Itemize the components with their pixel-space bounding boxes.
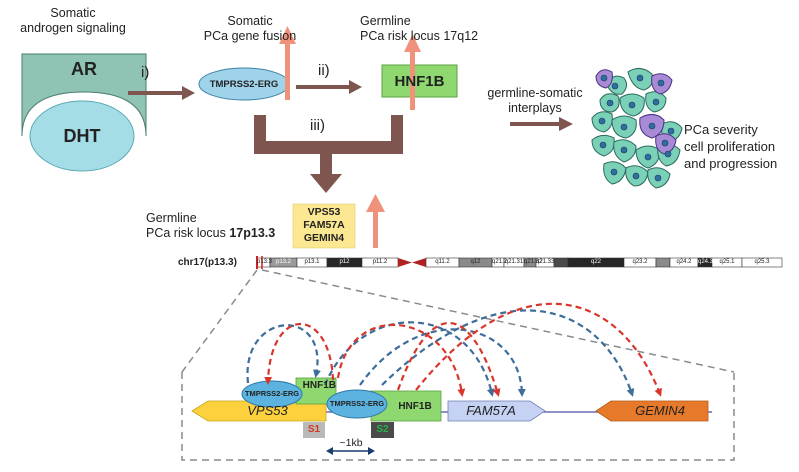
germline-17p-bold: 17p13.3: [229, 226, 276, 240]
band-label: q12: [470, 259, 481, 265]
dht-ellipse: [29, 100, 135, 172]
s1-box: [303, 422, 325, 438]
somatic-fusion-line2: PCa gene fusion: [203, 29, 297, 43]
band-label: q21.33: [536, 259, 555, 265]
germline-17p-prefix: PCa risk locus: [146, 226, 230, 240]
vps53-gene-arrow: [191, 400, 327, 422]
band-label: q24.2: [676, 259, 692, 265]
somatic-androgen-line1: Somatic: [50, 6, 96, 20]
germline-17p-line2: PCa risk locus 17p13.3: [146, 226, 275, 241]
tf2-hnf1b-label: HNF1B: [398, 401, 432, 412]
band-label: q21.31: [504, 259, 524, 265]
tf1-tmprss2-erg-label: TMPRSS2-ERG: [244, 389, 300, 398]
vps53-box-labels: VPS53 FAM57A GEMIN4: [293, 206, 355, 245]
arrow-outcome: [559, 117, 573, 131]
somatic-androgen-label: Somatic androgen signaling: [4, 6, 142, 36]
ar-receptor-shape: [21, 53, 147, 137]
scale-left-head: [326, 447, 333, 455]
band-label: p12: [339, 259, 350, 265]
band-label: q21.2: [492, 259, 508, 265]
gemin4-gene-arrow: [595, 400, 709, 422]
loop-red-1: [264, 323, 335, 385]
tmprss2-erg-site2-ellipse: [326, 389, 388, 419]
step-iii-label: iii): [310, 117, 325, 134]
ar-label: AR: [71, 58, 97, 79]
arrow-ii: [349, 80, 362, 94]
scale-label: ~1kb: [339, 437, 363, 449]
tf2-tmprss2-erg-label: TMPRSS2-ERG: [329, 399, 385, 408]
hnf1b-up-arrow: [404, 34, 421, 52]
loop-blue-4: [381, 309, 635, 397]
cell-cluster: [591, 68, 683, 189]
hnf1b-label: HNF1B: [394, 72, 445, 90]
arrow-i: [182, 86, 195, 100]
band-label: p11.2: [372, 259, 388, 265]
germline-somatic-line2: interplays: [508, 101, 562, 115]
germline-somatic-label: germline-somatic interplays: [480, 86, 590, 116]
somatic-androgen-line2: androgen signaling: [20, 21, 126, 35]
s1-label: S1: [307, 424, 321, 435]
outcome-label: PCa severity cell proliferation and prog…: [684, 121, 777, 172]
somatic-fusion-line1: Somatic: [227, 14, 273, 28]
vps53-up-arrow: [366, 194, 385, 212]
vps53-box-line3: GEMIN4: [303, 232, 345, 244]
vps53-gene-label: VPS53: [247, 403, 288, 418]
loop-blue-2: [323, 321, 495, 397]
somatic-fusion-label: Somatic PCa gene fusion: [185, 14, 315, 44]
fam57a-gene-arrow: [447, 400, 546, 422]
hnf1b-box: [381, 64, 458, 98]
outcome-line1: PCa severity: [684, 122, 758, 137]
germline-17p-label: Germline PCa risk locus 17p13.3: [146, 211, 275, 241]
outcome-line3: and progression: [684, 156, 778, 171]
arrow-iii: [310, 174, 342, 193]
fusion-up-arrow: [279, 26, 296, 44]
loop-red-2: [336, 323, 466, 397]
s2-box: [371, 422, 394, 438]
band-label: q21.32: [524, 259, 543, 265]
loop-red-4: [415, 302, 662, 397]
step-ii-label: ii): [318, 62, 330, 79]
band-label: q11.2: [435, 259, 450, 265]
chromosome-label: chr17(p13.3): [178, 257, 237, 268]
vps53-box-line2: FAM57A: [303, 219, 345, 231]
germline-17q12-line1: Germline: [360, 14, 411, 28]
vps53-box-line1: VPS53: [307, 206, 341, 218]
band-label: q25.1: [719, 259, 735, 265]
fam57a-gene-label: FAM57A: [466, 403, 516, 418]
band-label: q22: [590, 259, 601, 265]
band-label: p13.1: [304, 259, 320, 265]
tf1-hnf1b-label: HNF1B: [302, 380, 336, 391]
vps53-box: [292, 203, 356, 249]
germline-17q12-line2: PCa risk locus 17q12: [360, 29, 479, 43]
tmprss2-erg-label: TMPRSS2-ERG: [209, 78, 279, 90]
band-label: p13.2: [275, 259, 291, 265]
band-label: p13.3: [257, 259, 273, 265]
chromosome-ideogram: [256, 257, 783, 268]
germline-17p-line1: Germline: [146, 211, 197, 225]
germline-17q12-label: Germline PCa risk locus 17q12: [360, 14, 478, 44]
dht-label: DHT: [63, 125, 101, 146]
loop-red-3: [396, 321, 501, 397]
band-label: q24.3: [698, 259, 714, 265]
band-label: q23.2: [632, 259, 648, 265]
step-i-label: i): [141, 64, 150, 81]
loop-blue-3: [359, 328, 526, 397]
germline-somatic-line1: germline-somatic: [487, 86, 583, 100]
band-label: q25.3: [754, 259, 770, 265]
s2-label: S2: [376, 424, 389, 435]
scale-right-head: [368, 447, 375, 455]
zoom-frame: [181, 269, 735, 461]
gemin4-gene-label: GEMIN4: [635, 403, 685, 418]
outcome-line2: cell proliferation: [684, 139, 776, 154]
loop-blue-1: [246, 324, 321, 384]
